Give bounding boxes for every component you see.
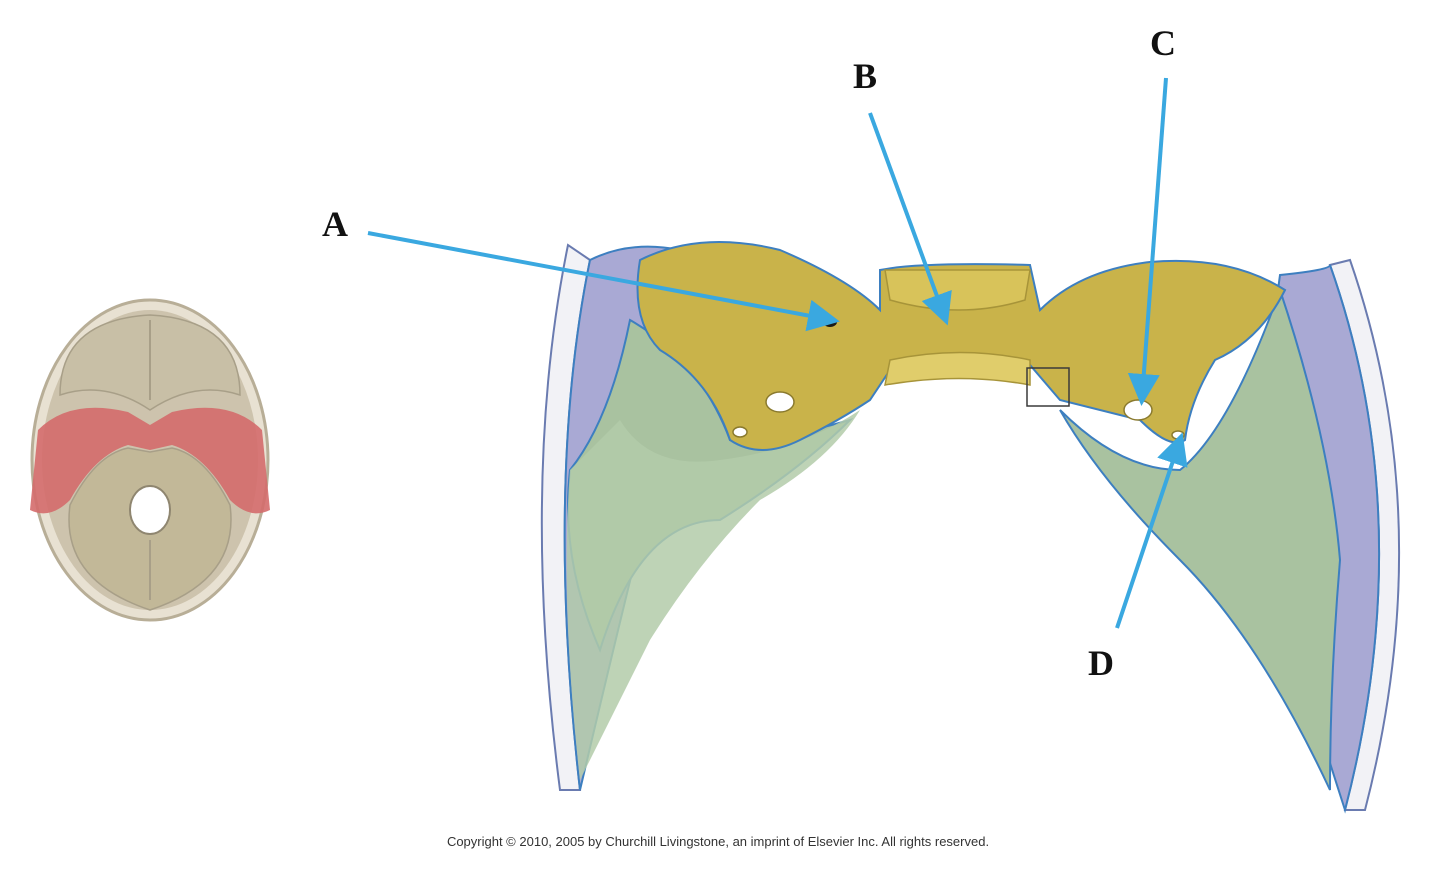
right-foramen-ovale (1123, 399, 1153, 421)
copyright-notice: Copyright © 2010, 2005 by Churchill Livi… (447, 834, 989, 849)
label-a: A (322, 204, 348, 244)
sella-turcica (884, 269, 1031, 311)
arrow-d (1115, 432, 1188, 629)
middle-cranial-fossa (540, 241, 1401, 814)
arrow-b (868, 112, 952, 326)
label-c: C (1150, 23, 1176, 63)
arrow-c (1127, 77, 1168, 406)
inset-box (1026, 367, 1070, 407)
right-temporal-region (1059, 286, 1342, 791)
sphenoid-bone (636, 241, 1287, 451)
left-foramen-ovale (765, 391, 795, 413)
left-foramen-spinosum (732, 426, 748, 438)
arrow-a (367, 231, 840, 332)
foramen-magnum (129, 485, 171, 535)
middle-fossa-highlight (30, 407, 270, 514)
label-b: B (853, 56, 877, 96)
skull-base-thumbnail (30, 298, 270, 622)
leader-arrows (367, 77, 1188, 629)
label-d: D (1088, 643, 1114, 683)
right-foramen-spinosum (1171, 430, 1185, 440)
